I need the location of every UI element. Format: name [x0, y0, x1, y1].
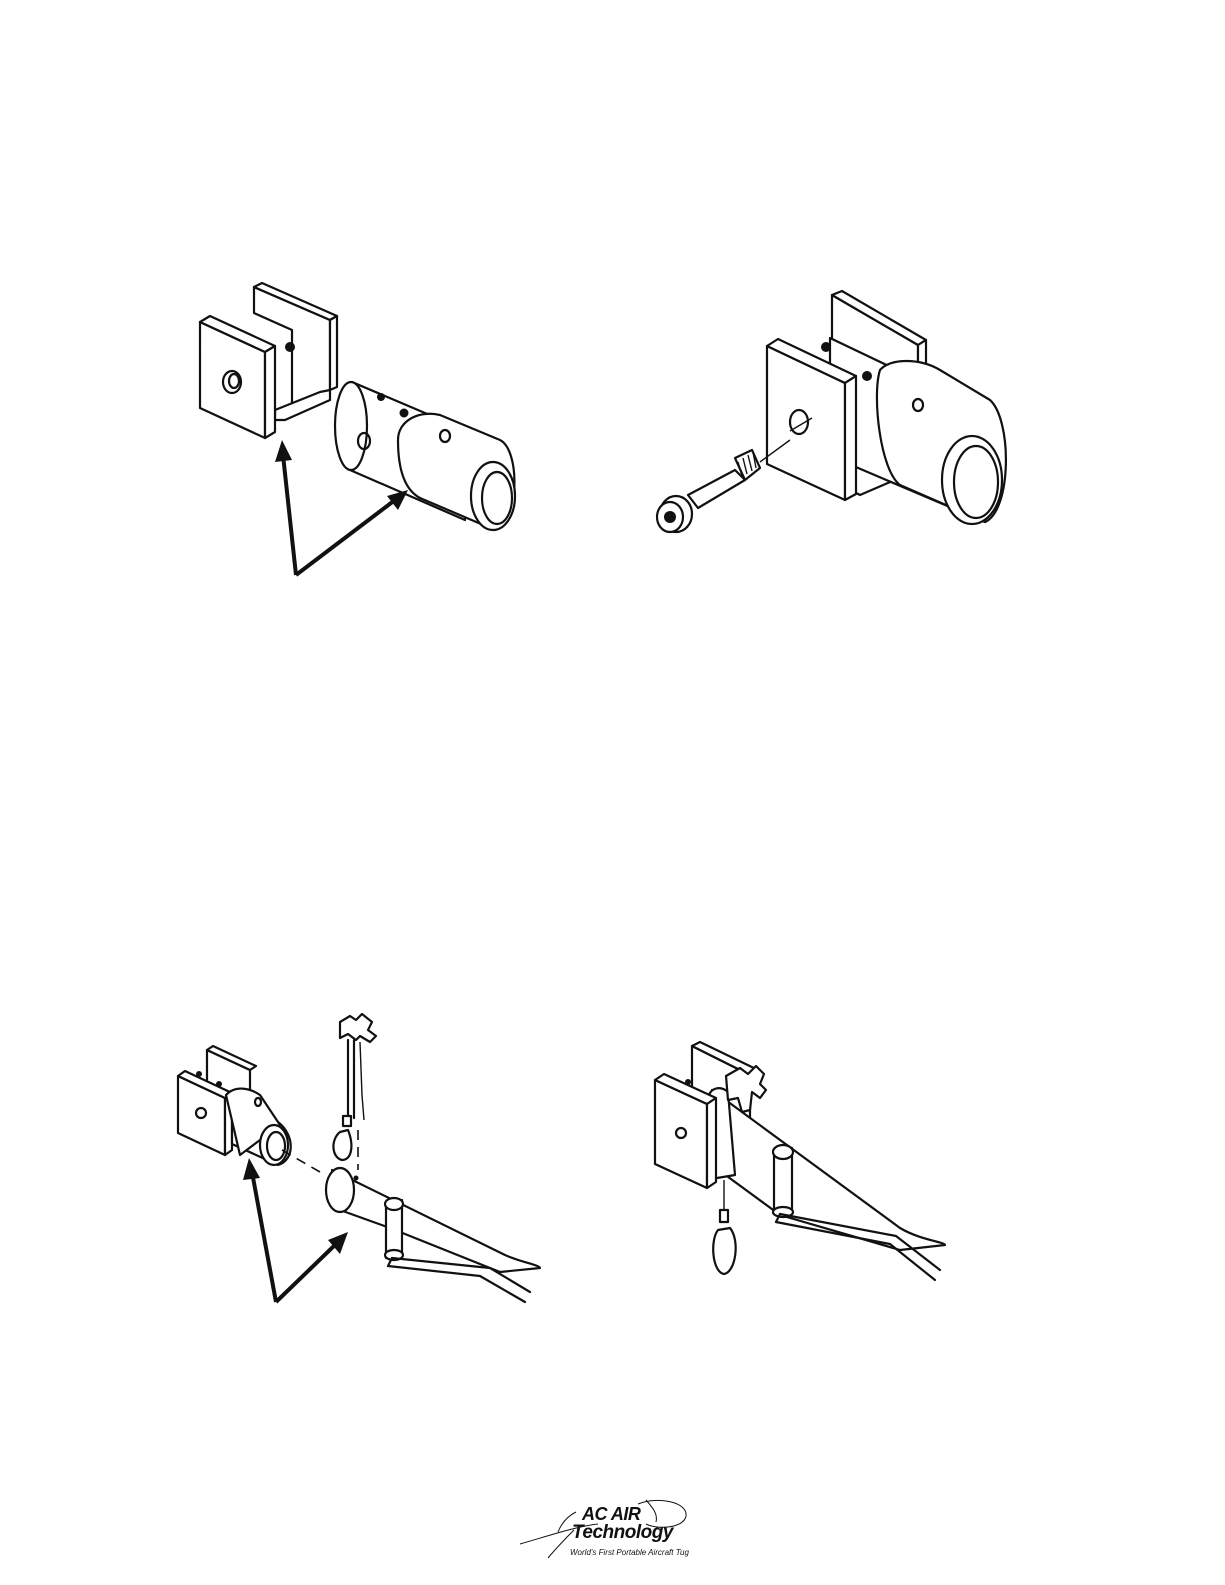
cylinder-pin: [335, 382, 515, 530]
figure-towbar-exploded: [178, 1014, 540, 1302]
logo-tagline: World's First Portable Aircraft Tug: [570, 1548, 689, 1557]
figure-bracket-exploded: [200, 283, 515, 575]
figure-bracket-assembled: [657, 291, 1006, 532]
shoulder-bolt: [657, 440, 790, 532]
bracket-hole-top: [285, 342, 295, 352]
company-logo: AC AIR Technology World's First Portable…: [518, 1496, 698, 1566]
lock-pin: [333, 1014, 376, 1170]
figure-towbar-assembled: [655, 1042, 945, 1280]
logo-line-2: Technology: [572, 1522, 673, 1544]
